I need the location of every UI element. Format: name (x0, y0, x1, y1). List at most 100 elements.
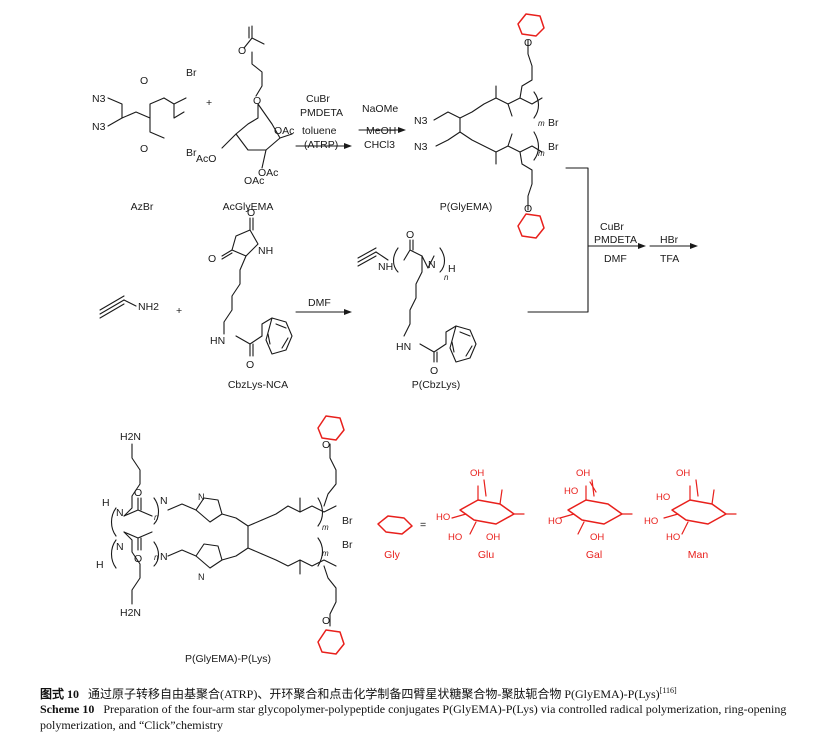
pglyema-m-bottom: m (538, 149, 545, 158)
sugar-conjugate-top (317, 415, 345, 441)
nca-o-left: O (208, 253, 216, 265)
sugar-glyema-bottom (517, 213, 545, 239)
sugar-conjugate-bottom (317, 629, 345, 655)
conj-o-sugar-top: O (322, 439, 330, 451)
azbr-o1: O (140, 75, 148, 87)
gal-ho-top: HO (564, 486, 578, 497)
pglyema-structure (433, 39, 543, 211)
gal-ho-left: HO (548, 516, 562, 527)
label-pglyema: P(GlyEMA) (440, 201, 493, 213)
acglyema-o-ester: O (238, 45, 246, 57)
gal-oh-bottom: OH (590, 532, 604, 543)
reagent-tfa: TFA (660, 253, 679, 265)
caption-cn-label: 图式 10 (40, 687, 80, 701)
reagent-naome: NaOMe (362, 103, 398, 115)
pcbzlys-o-carb: O (430, 365, 438, 377)
sugar-glu (459, 499, 515, 525)
sugar-man (671, 499, 727, 525)
reagent-cubr-2: CuBr (600, 221, 624, 233)
nca-o-carb: O (246, 359, 254, 371)
pglyema-o-bottom: O (524, 203, 532, 215)
glu-ho-bottom: HO (448, 532, 462, 543)
label-acglyema: AcGlyEMA (223, 201, 274, 213)
pcbzlys-nh: NH (378, 261, 393, 273)
conj-n-top: N (116, 507, 124, 519)
man-ho-bottom: HO (666, 532, 680, 543)
conj-triazole-n-top: N (198, 492, 205, 502)
label-pcbzlys: P(CbzLys) (412, 379, 461, 391)
equals-sign: = (420, 519, 426, 531)
plus-sign-2: + (176, 305, 182, 317)
caption-en-text: Preparation of the four-arm star glycopo… (40, 702, 787, 732)
reagent-toluene: toluene (302, 125, 337, 137)
conj-h2n-top: H2N (120, 431, 141, 443)
azbr-o2: O (140, 143, 148, 155)
reagent-atrp: (ATRP) (304, 139, 338, 151)
label-man: Man (688, 549, 709, 561)
caption-cn-ref: [116] (659, 686, 677, 695)
pcbzlys-hn: HN (396, 341, 411, 353)
label-gal: Gal (586, 549, 602, 561)
azbr-structure (107, 97, 187, 139)
conj-nsub-top: n (154, 513, 159, 522)
acglyema-structure (221, 25, 293, 169)
conj-nsub-bottom: n (154, 553, 159, 562)
pcbzlys-structure (357, 239, 477, 363)
pcbzlys-h: H (448, 263, 456, 275)
label-cbzlys-nca: CbzLys-NCA (228, 379, 288, 391)
label-conjugate: P(GlyEMA)-P(Lys) (185, 653, 271, 665)
azbr-n3-top: N3 (92, 93, 106, 105)
label-glu: Glu (478, 549, 495, 561)
gal-oh-top: OH (576, 468, 590, 479)
conj-n-bottom: N (116, 541, 124, 553)
conj-o-bottom: O (134, 553, 142, 565)
reaction-arrows (295, 129, 691, 313)
caption-en-label: Scheme 10 (40, 702, 95, 716)
pcbzlys-n: N (428, 259, 436, 271)
arrow-head-3 (344, 309, 352, 315)
reaction-scheme: N3 N3 Br Br O O + O O OAc AcO OAc OAc Cu… (92, 13, 737, 665)
pcbzlys-o-top: O (406, 229, 414, 241)
conj-m-bottom: m (322, 549, 329, 558)
reagent-pmdeta-2: PMDETA (594, 234, 637, 246)
caption-english: Scheme 10 Preparation of the four-arm st… (40, 701, 800, 733)
acglyema-oac-3: OAc (244, 175, 264, 187)
pglyema-n3-bottom: N3 (414, 141, 428, 153)
man-ho-left: HO (644, 516, 658, 527)
pcbzlys-n-sub: n (444, 273, 449, 282)
nca-hn: HN (210, 335, 225, 347)
arrow-head-1 (344, 143, 352, 149)
man-oh-top: OH (676, 468, 690, 479)
pglyema-br-bottom: Br (548, 141, 559, 153)
conj-amide-n-top: N (160, 495, 168, 507)
caption-cn-text: 通过原子转移自由基聚合(ATRP)、开环聚合和点击化学制备四臂星状糖聚合物-聚肽… (88, 687, 660, 701)
sugar-glyema-top (517, 13, 545, 37)
conj-br-top: Br (342, 515, 353, 527)
azbr-br-top: Br (186, 67, 197, 79)
azbr-n3-bottom: N3 (92, 121, 106, 133)
conj-h-bottom: H (96, 559, 104, 571)
reagent-meoh: MeOH (366, 125, 396, 137)
sugar-gly (377, 515, 413, 535)
propargylamine-nh2: NH2 (138, 301, 159, 313)
azbr-br-bottom: Br (186, 147, 197, 159)
conj-triazole-n-bottom: N (198, 572, 205, 582)
caption-chinese: 图式 10 通过原子转移自由基聚合(ATRP)、开环聚合和点击化学制备四臂星状糖… (40, 683, 800, 702)
reagent-chcl3: CHCl3 (364, 139, 395, 151)
reagent-cubr-1: CuBr (306, 93, 330, 105)
glu-ho-left: HO (436, 512, 450, 523)
label-gly: Gly (384, 549, 401, 561)
conj-m-top: m (322, 523, 329, 532)
pglyema-n3-top: N3 (414, 115, 428, 127)
glu-oh-top: OH (470, 468, 484, 479)
conj-br-bottom: Br (342, 539, 353, 551)
reagent-dmf-2: DMF (604, 253, 627, 265)
reagent-hbr: HBr (660, 234, 679, 246)
pglyema-o-top: O (524, 37, 532, 49)
conjugate-structure (110, 443, 337, 627)
acglyema-aco: AcO (196, 153, 216, 165)
arrow-head-2 (398, 127, 406, 133)
conj-o-top: O (134, 487, 142, 499)
reagent-pmdeta-1: PMDETA (300, 107, 343, 119)
pglyema-m-top: m (538, 119, 545, 128)
